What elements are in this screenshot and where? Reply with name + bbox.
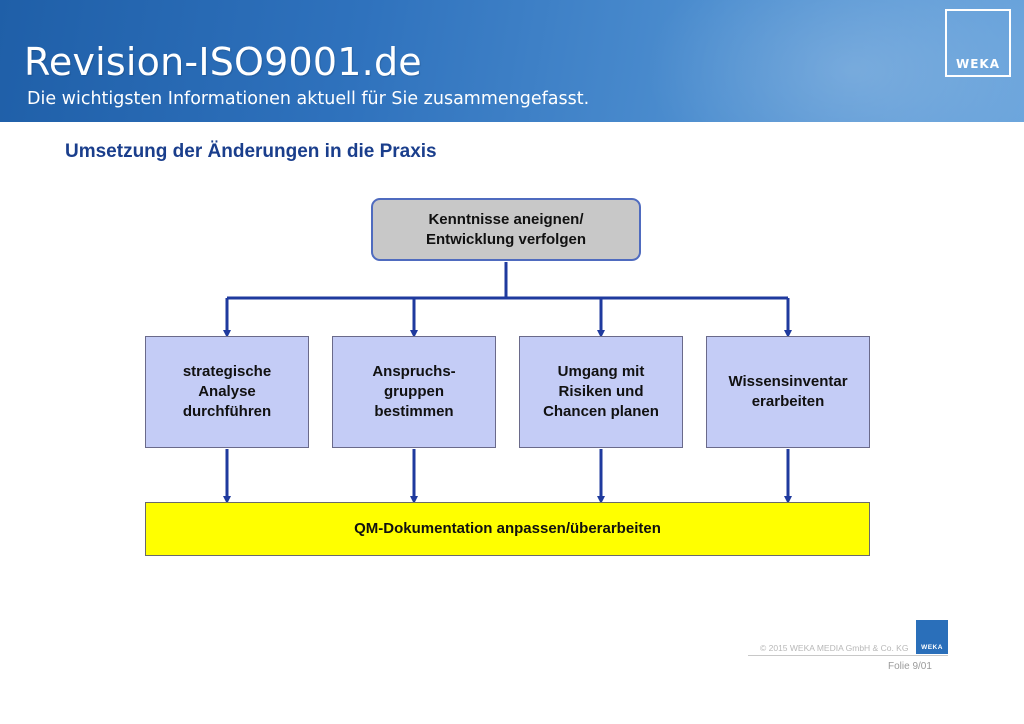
- slide-title: Umsetzung der Änderungen in die Praxis: [65, 141, 437, 162]
- box-anspruchsgruppen: Anspruchs- gruppen bestimmen: [332, 336, 496, 448]
- copyright-text: © 2015 WEKA MEDIA GmbH & Co. KG: [760, 643, 909, 653]
- slide-number: Folie 9/01: [888, 661, 932, 672]
- site-subtitle: Die wichtigsten Informationen aktuell fü…: [27, 89, 590, 109]
- box-qm-dokumentation: QM-Dokumentation anpassen/überarbeiten: [145, 502, 870, 556]
- box-strategische-analyse: strategische Analyse durchführen: [145, 336, 309, 448]
- footer-divider: [748, 655, 948, 656]
- box-kenntnisse: Kenntnisse aneignen/ Entwicklung verfolg…: [371, 198, 641, 261]
- weka-logo-small: WEKA: [916, 620, 948, 654]
- site-title: Revision-ISO9001.de: [24, 40, 422, 84]
- header-banner: Revision-ISO9001.de Die wichtigsten Info…: [0, 0, 1024, 122]
- box-wissensinventar: Wissensinventar erarbeiten: [706, 336, 870, 448]
- box-risiken-chancen: Umgang mit Risiken und Chancen planen: [519, 336, 683, 448]
- weka-logo-small-text: WEKA: [921, 644, 943, 651]
